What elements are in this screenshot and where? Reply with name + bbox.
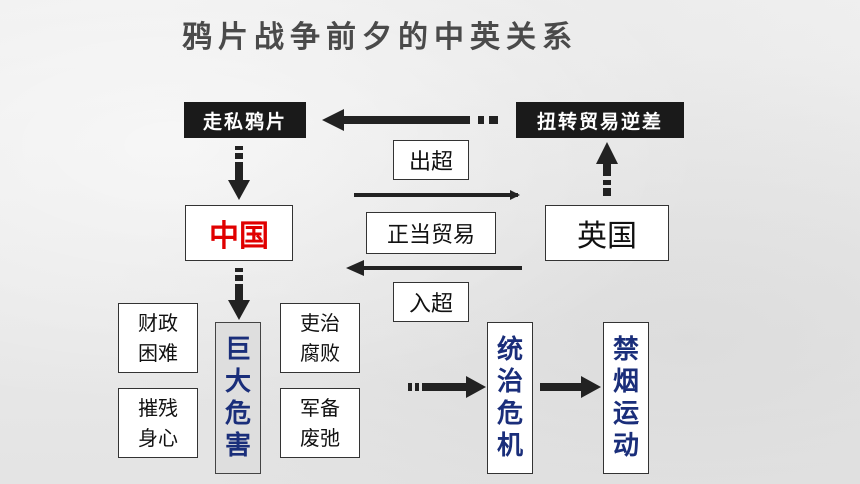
smuggle-opium-box: 走私鸦片 <box>184 102 306 138</box>
military-line-1: 军备 <box>300 396 340 420</box>
reverse-deficit-box: 扭转贸易逆差 <box>516 102 684 138</box>
arrow-britain-to-reverse <box>596 142 618 196</box>
ban-opium-char-1: 禁 <box>612 335 639 365</box>
britain-box: 英国 <box>545 205 669 261</box>
fiscal-difficulty-box: 财政 困难 <box>118 303 198 373</box>
arrow-reverse-to-smuggle <box>322 109 498 131</box>
huge-harm-char-3: 危 <box>224 399 251 429</box>
export-label: 出超 <box>408 150 453 175</box>
officials-line-1: 吏治 <box>300 311 340 335</box>
britain-label: 英国 <box>577 219 637 254</box>
huge-harm-char-2: 大 <box>224 367 251 397</box>
huge-harm-box: 巨 大 危 害 <box>215 322 261 474</box>
ruling-crisis-char-3: 危 <box>496 399 523 429</box>
reverse-deficit-label: 扭转贸易逆差 <box>536 110 663 133</box>
legit-trade-label: 正当贸易 <box>386 223 475 248</box>
ban-opium-char-2: 烟 <box>612 367 639 397</box>
health-harm-box: 摧残 身心 <box>118 388 198 458</box>
officials-line-2: 腐败 <box>300 341 340 365</box>
ban-opium-box: 禁 烟 运 动 <box>603 322 649 474</box>
china-label: 中国 <box>209 219 269 254</box>
arrow-crisis-to-ban <box>540 376 601 398</box>
huge-harm-char-1: 巨 <box>224 335 251 365</box>
ruling-crisis-char-1: 统 <box>496 335 523 365</box>
fiscal-line-2: 困难 <box>138 341 178 365</box>
fiscal-line-1: 财政 <box>138 311 178 335</box>
legit-trade-box: 正当贸易 <box>366 212 496 254</box>
huge-harm-char-4: 害 <box>224 431 251 461</box>
military-line-2: 废弛 <box>300 426 340 450</box>
health-line-1: 摧残 <box>138 396 178 420</box>
military-decline-box: 军备 废弛 <box>280 388 360 458</box>
import-label: 入超 <box>408 292 453 317</box>
china-box: 中国 <box>185 205 293 261</box>
health-line-2: 身心 <box>138 426 178 450</box>
officials-corrupt-box: 吏治 腐败 <box>280 303 360 373</box>
export-box: 出超 <box>393 140 469 180</box>
arrow-smuggle-to-china <box>228 146 250 200</box>
ban-opium-char-4: 动 <box>612 431 639 461</box>
import-box: 入超 <box>393 282 469 322</box>
ruling-crisis-char-4: 机 <box>496 431 523 461</box>
ruling-crisis-box: 统 治 危 机 <box>487 322 533 474</box>
arrow-britain-to-china <box>346 260 522 276</box>
smuggle-opium-label: 走私鸦片 <box>202 110 287 133</box>
page-title: 鸦片战争前夕的中英关系 <box>182 20 578 55</box>
ruling-crisis-char-2: 治 <box>496 367 523 397</box>
arrow-china-to-harm <box>228 268 250 320</box>
arrow-harm-to-crisis <box>408 376 486 398</box>
ban-opium-char-3: 运 <box>612 399 639 429</box>
